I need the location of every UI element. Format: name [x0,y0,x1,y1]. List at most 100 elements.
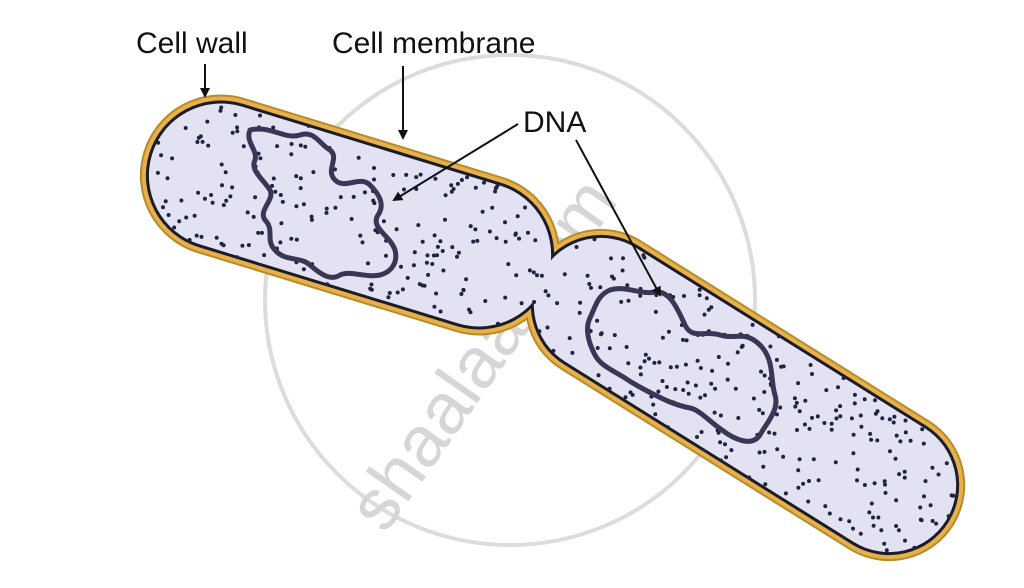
cytoplasm-dot [915,237,920,242]
cytoplasm-dot [652,450,657,455]
cytoplasm-dot [546,293,551,298]
cytoplasm-dot [192,92,197,97]
cytoplasm-dot [577,310,582,315]
cytoplasm-dot [678,169,683,174]
cytoplasm-dot [819,292,824,296]
cytoplasm-dot [157,305,162,310]
cytoplasm-dot [226,384,231,388]
cytoplasm-dot [385,101,390,106]
cytoplasm-dot [746,122,751,127]
cytoplasm-dot [144,286,149,291]
cytoplasm-dot [948,406,953,411]
cytoplasm-dot [334,402,339,407]
cytoplasm-dot [862,151,867,156]
cytoplasm-dot [248,284,252,289]
cytoplasm-dot [544,530,549,535]
cytoplasm-dot [816,478,821,483]
cytoplasm-dot [927,106,932,111]
cytoplasm-dot [432,494,437,499]
cytoplasm-dot [210,345,215,350]
cytoplasm-dot [490,205,495,210]
cytoplasm-dot [698,395,703,400]
cytoplasm-dot [283,342,288,347]
cytoplasm-dot [503,220,507,225]
cytoplasm-dot [216,328,221,333]
cytoplasm-dot [324,210,329,215]
cytoplasm-dot [493,186,498,191]
cytoplasm-dot [539,94,544,99]
cytoplasm-dot [429,555,434,560]
cytoplasm-dot [166,252,171,257]
cytoplasm-dot [809,98,814,103]
cytoplasm-dot [196,492,201,497]
cytoplasm-dot [946,514,951,519]
cytoplasm-dot [184,393,189,397]
cytoplasm-dot [875,327,880,332]
cytoplasm-dot [368,106,373,111]
cytoplasm-dot [718,413,723,418]
cytoplasm-dot [543,289,548,294]
cytoplasm-dot [747,496,752,501]
cytoplasm-dot [526,230,530,235]
cytoplasm-dot [695,435,699,439]
cytoplasm-dot [920,556,925,561]
cytoplasm-dot [391,173,396,177]
cytoplasm-dot [702,312,707,317]
cytoplasm-dot [462,548,466,553]
cytoplasm-dot [194,233,199,238]
cytoplasm-dot [541,479,546,484]
cytoplasm-dot [722,198,727,203]
cytoplasm-dot [822,421,827,425]
cytoplasm-dot [206,390,211,395]
cytoplasm-dot [694,186,699,191]
cytoplasm-dot [294,174,299,179]
cytoplasm-dot [294,102,299,107]
cytoplasm-dot [513,232,518,237]
cytoplasm-dot [401,342,406,347]
cytoplasm-dot [877,337,882,342]
cytoplasm-dot [831,293,836,298]
cytoplasm-dot [599,331,604,336]
cytoplasm-dot [589,285,593,290]
cytoplasm-dot [801,481,806,486]
cytoplasm-dot [184,215,189,220]
cytoplasm-dot [869,501,874,506]
cytoplasm-dot [297,412,302,416]
cytoplasm-dot [666,329,671,334]
cytoplasm-dot [700,491,705,496]
cytoplasm-dot [634,144,639,149]
cytoplasm-dot [135,513,140,517]
cytoplasm-dot [292,99,297,104]
cytoplasm-dot [345,511,350,516]
cytoplasm-dot [879,528,884,533]
cytoplasm-dot [303,358,308,363]
cytoplasm-dot [687,172,692,177]
cytoplasm-dot [710,521,715,526]
cytoplasm-dot [324,531,329,536]
cytoplasm-dot [889,307,894,312]
cytoplasm-dot [636,542,641,546]
cytoplasm-dot [909,334,913,339]
cytoplasm-dot [906,564,911,569]
cytoplasm-dot [816,151,821,155]
cytoplasm-dot [568,392,573,397]
cytoplasm-dot [742,241,747,246]
cytoplasm-dot [953,185,958,190]
cytoplasm-dot [148,501,153,505]
cytoplasm-dot [726,243,731,248]
cytoplasm-dot [145,520,150,524]
cytoplasm-dot [391,563,396,567]
cytoplasm-dot [847,519,852,524]
cytoplasm-dot [724,221,729,226]
cytoplasm-dot [471,239,476,244]
cytoplasm-dot [161,520,166,525]
cytoplasm-dot [703,485,708,490]
cytoplasm-dot [177,219,182,224]
cytoplasm-dot [591,137,596,142]
cytoplasm-dot [626,477,631,482]
cytoplasm-dot [645,535,650,540]
cytoplasm-dot [664,385,669,389]
cytoplasm-dot [833,349,838,354]
cytoplasm-dot [935,186,940,191]
cytoplasm-dot [393,376,398,381]
